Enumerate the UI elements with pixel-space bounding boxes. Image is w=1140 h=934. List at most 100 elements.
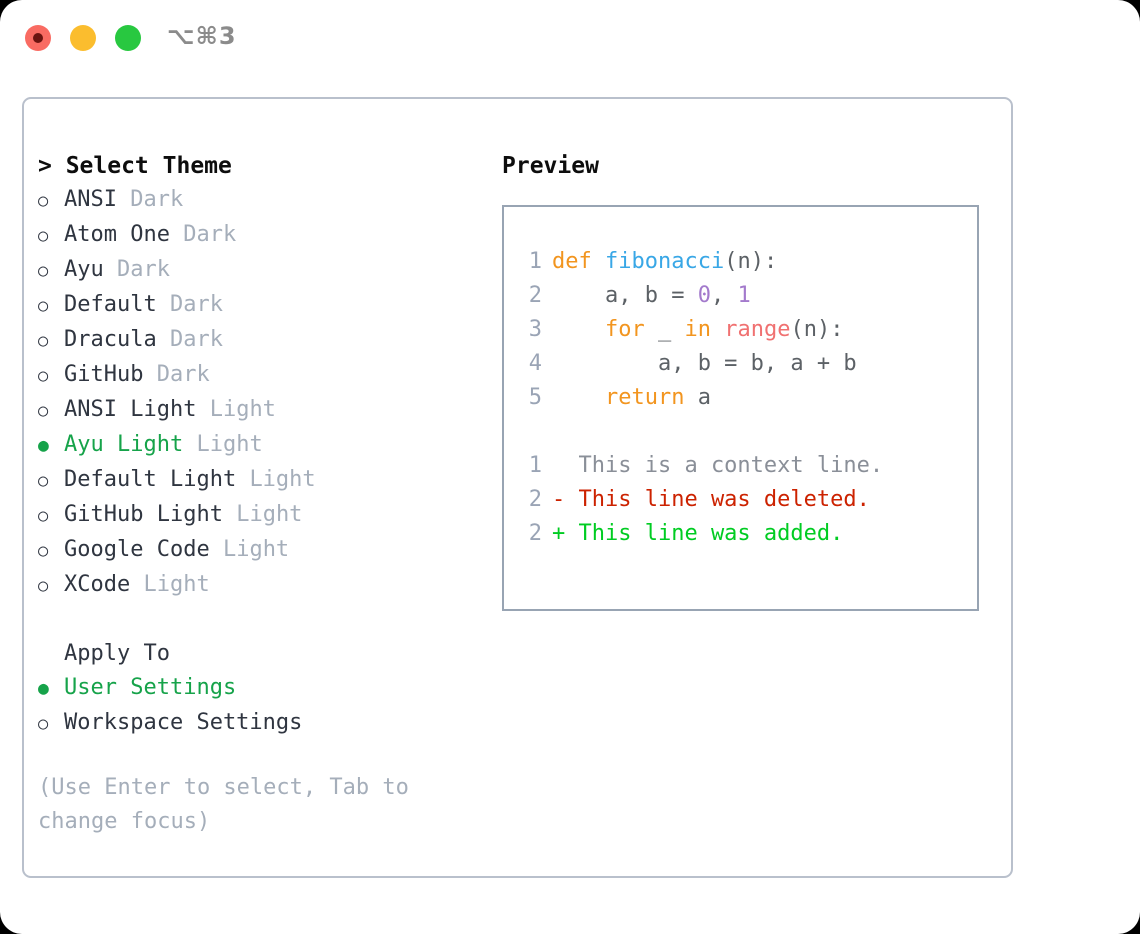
code-line: 4 a, b = b, a + b [504,347,977,381]
theme-option-default[interactable]: ○ Default Dark [38,288,488,323]
radio-unselected-icon: ○ [38,366,49,386]
minimize-button[interactable] [70,25,96,51]
code-line-text: a, b = b, a + b [552,347,857,381]
label-gap [236,463,249,497]
label-gap [157,323,170,357]
label-gap [143,358,156,392]
theme-option-ayu-light[interactable]: ●Ayu Light Light [38,428,488,463]
code-token: a [684,385,711,410]
label-gap [157,288,170,322]
close-button[interactable] [25,25,51,51]
radio-selected-icon: ● [38,435,49,456]
theme-variant-badge: Dark [169,292,223,317]
theme-variant-badge: Dark [183,222,237,247]
code-token: (n): [724,249,778,274]
radio-unselected-icon: ○ [38,331,49,351]
list-spacer [38,603,488,637]
theme-option-label: Ayu [64,257,104,282]
theme-option-github[interactable]: ○GitHub Dark [38,358,488,393]
line-number: 5 [528,385,542,410]
code-token [592,249,605,274]
theme-option-ayu[interactable]: ○ Ayu Dark [38,253,488,288]
code-line: 5 return a [504,381,977,415]
theme-variant-badge: Dark [169,327,223,352]
theme-option-xcode[interactable]: ○XCode Light [38,568,488,603]
radio-unselected-icon: ○ [38,471,49,491]
theme-variant-badge: Light [209,397,276,422]
diff-line-text: - This line was deleted. [552,487,870,512]
line-number: 4 [528,351,542,376]
diff-line: 2+ This line was added. [504,517,977,551]
code-diff-separator [504,415,977,449]
select-theme-heading: > Select Theme [38,153,232,179]
theme-option-dracula[interactable]: ○ Dracula Dark [38,323,488,358]
theme-picker-panel: > Select Theme ○ANSI Dark○Atom One Dark○… [38,149,488,839]
theme-option-ansi[interactable]: ○ANSI Dark [38,183,488,218]
theme-option-label: Google Code [64,537,210,562]
radio-selected-icon: ● [38,678,49,699]
theme-option-label: GitHub Light [64,502,223,527]
apply-to-option-label: User Settings [64,675,237,700]
code-token: for [604,317,645,342]
code-line-text: return a [552,381,711,415]
theme-option-default-light[interactable]: ○ Default Light Light [38,463,488,498]
keyboard-hint-text: (Use Enter to select, Tab to change focu… [38,775,409,834]
theme-variant-badge: Light [143,572,210,597]
theme-variant-badge: Dark [156,362,210,387]
diff-line-text: This is a context line. [552,453,884,478]
theme-option-label: XCode [64,572,131,597]
label-gap [223,498,236,532]
line-number: 2 [528,521,542,546]
label-gap [104,253,117,287]
theme-option-label: Default Light [64,467,237,492]
label-gap [183,428,196,462]
radio-unselected-icon: ○ [38,226,49,246]
theme-variant-badge: Light [196,432,263,457]
code-line: 3 for _ in range(n): [504,313,977,347]
code-token: a, b = b, a + b [552,351,857,376]
code-token: def [552,249,592,274]
line-number: 1 [528,453,542,478]
theme-variant-badge: Light [236,502,303,527]
line-number: 2 [528,283,542,308]
label-gap [210,533,223,567]
theme-variant-badge: Light [249,467,316,492]
theme-option-list[interactable]: ○ ANSI Dark ○ Atom One Dark ○ Ayu Dark ○ Defaul… [38,183,488,603]
code-token: fibonacci [605,249,725,274]
theme-option-label: Dracula [64,327,157,352]
label-gap [196,393,209,427]
label-gap [117,183,130,217]
code-token [711,317,724,342]
apply-to-option-list[interactable]: ● User Settings ○Workspace Settings [38,671,488,741]
apply-to-option-user-settings[interactable]: ● User Settings [38,671,488,706]
code-token: , [710,283,738,308]
theme-variant-badge: Dark [117,257,170,282]
theme-option-ansi-light[interactable]: ○ANSI Light Light [38,393,488,428]
label-gap [170,218,183,252]
radio-unselected-icon: ○ [38,191,49,211]
radio-unselected-icon: ○ [38,541,49,561]
theme-option-label: Atom One [64,222,170,247]
code-token: 1 [737,283,751,308]
theme-option-label: ANSI [64,187,117,212]
radio-unselected-icon: ○ [38,296,49,316]
code-token [552,385,605,410]
keyboard-shortcut-label: ⌥⌘3 [167,22,237,50]
theme-option-google-code[interactable]: ○ Google Code Light [38,533,488,568]
theme-option-label: Default [64,292,157,317]
theme-variant-badge: Light [222,537,290,562]
maximize-button[interactable] [115,25,141,51]
apply-to-option-workspace-settings[interactable]: ○Workspace Settings [38,706,488,741]
theme-option-github-light[interactable]: ○GitHub Light Light [38,498,488,533]
radio-unselected-icon: ○ [38,261,49,281]
window-controls [25,25,141,51]
code-line-text: def fibonacci(n): [552,245,777,279]
code-token: (n): [790,317,844,342]
code-token: _ [644,317,685,342]
code-token: range [724,317,791,342]
theme-option-atom-one[interactable]: ○ Atom One Dark [38,218,488,253]
label-gap [130,568,143,602]
